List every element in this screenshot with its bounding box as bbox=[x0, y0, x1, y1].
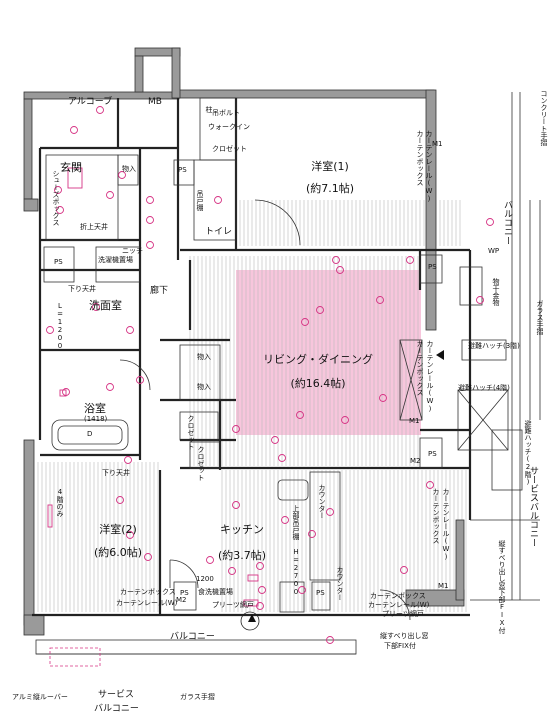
aluminum-louver-label: アルミ縦ルーバー bbox=[12, 693, 68, 701]
walk-in-closet-label: クロゼット bbox=[212, 145, 247, 153]
exterior-walls bbox=[23, 47, 465, 636]
curtain-rail-label-1: カーテンレール(W) bbox=[116, 599, 178, 607]
counter-label-1: カウンター bbox=[318, 484, 326, 519]
pillar-label: 柱 bbox=[205, 106, 213, 113]
service-balcony-bottom-label-2: バルコニー bbox=[94, 704, 139, 714]
wp-label: WP bbox=[488, 247, 500, 255]
drop-ceiling-label-2: 下り天井 bbox=[102, 469, 130, 477]
ps-label-6: PS bbox=[180, 589, 189, 597]
bath-d-mark: D bbox=[87, 430, 93, 438]
curtain-rail-label-2: カーテンレール(W) bbox=[425, 130, 433, 203]
concrete-rail-label: コンクリート手摺 bbox=[540, 90, 548, 146]
living-size-label: (約16.4帖) bbox=[290, 377, 346, 390]
thin-details bbox=[35, 92, 541, 667]
m2-label-1: M2 bbox=[410, 457, 421, 465]
drop-ceiling-label-1: 下り天井 bbox=[68, 285, 96, 293]
bath-size-label: (1418) bbox=[84, 415, 108, 423]
entrance-arrow bbox=[436, 350, 444, 360]
balcony-label-bottom: バルコニー bbox=[170, 632, 215, 642]
balcony-label-right: バルコニー bbox=[502, 200, 512, 245]
ps-label-4: PS bbox=[428, 450, 437, 458]
niche-label: ニッチ bbox=[122, 247, 143, 255]
bedroom2-size-label: (約6.0帖) bbox=[93, 546, 143, 559]
ps-label-2: PS bbox=[54, 258, 63, 266]
storage-label-3: 物入 bbox=[197, 383, 211, 391]
storage-label-2: 物入 bbox=[197, 353, 211, 361]
drying-hardware-label: 物干金物 bbox=[492, 278, 500, 306]
curtain-box-label-1: カーテンボックス bbox=[120, 588, 176, 596]
curtain-box-label-2: カーテンボックス bbox=[416, 130, 424, 186]
bedroom2-label: 洋室(2) bbox=[99, 523, 137, 536]
hatch-3f-label: 避難ハッチ(3階) bbox=[468, 342, 520, 350]
m1-label-3: M1 bbox=[438, 582, 449, 590]
closet-label-1: クロゼット bbox=[187, 415, 195, 450]
upper-cabinet-label: 上部吊戸棚 bbox=[292, 505, 300, 540]
service-balcony-bottom-label-1: サービス bbox=[98, 690, 135, 700]
washroom-label: 洗面室 bbox=[89, 299, 122, 312]
bedroom1-size-label: (約7.1帖) bbox=[305, 182, 355, 195]
storage-label-1: 物入 bbox=[122, 165, 136, 173]
glass-rail-bottom-label: ガラス手摺 bbox=[180, 693, 215, 701]
curtain-box-label-5: カーテンボックス bbox=[370, 592, 426, 600]
curtain-rail-label-5: カーテンレール(W) bbox=[368, 601, 430, 609]
ps-label-1: PS bbox=[178, 166, 187, 174]
upper-shelf-label: 吊戸棚 bbox=[196, 190, 204, 211]
four-floor-label: 4階のみ bbox=[56, 488, 64, 517]
dishwasher-label: 食洗機置場 bbox=[198, 588, 233, 596]
hallway-label: 廊下 bbox=[150, 286, 169, 296]
floor-hatch bbox=[37, 200, 467, 612]
washer-label: 洗濯機置場 bbox=[98, 256, 133, 264]
living-label: リビング・ダイニング bbox=[263, 353, 373, 366]
fix-window-label: 下部FIX付 bbox=[384, 642, 416, 650]
sliding-window-label: 縦すべり出し窓 bbox=[380, 632, 429, 640]
bedroom1-label: 洋室(1) bbox=[311, 160, 349, 173]
kitchen-label: キッチン bbox=[220, 523, 264, 536]
m2-label-2: M2 bbox=[176, 596, 187, 604]
curtain-box-label-4: カーテンボックス bbox=[432, 488, 440, 544]
balcony-arrow bbox=[248, 614, 256, 622]
bath-label: 浴室 bbox=[84, 402, 106, 415]
ps-label-3: PS bbox=[428, 263, 437, 271]
curtain-rail-label-4: カーテンレール(W) bbox=[442, 488, 450, 561]
shoe-box-label: シューズボックス bbox=[52, 170, 60, 226]
height-2700-label: H=2700 bbox=[292, 548, 300, 596]
service-balcony-right-label: サービスバルコニー bbox=[528, 466, 538, 547]
walk-in-label: ウォークイン bbox=[208, 123, 250, 131]
pleated-screen-label: プリーツ網戸 bbox=[212, 601, 254, 609]
sliding-window-v-label: 縦すべり出し窓下部FIX付 bbox=[498, 540, 506, 634]
fixture-symbols bbox=[46, 106, 494, 644]
mb-label: MB bbox=[148, 97, 162, 107]
ps-label-5: PS bbox=[316, 589, 325, 597]
pleated-screen-label-2: プリーツ網戸 bbox=[382, 610, 424, 618]
m1-label-1: M1 bbox=[432, 140, 443, 148]
hatch-2f-label: 避難ハッチ(2階) bbox=[524, 420, 532, 486]
kitchen-size-label: (約3.7帖) bbox=[217, 549, 267, 562]
hatch-4f-label: 避難ハッチ(4階) bbox=[458, 384, 510, 392]
fold-ceiling-label: 折上天井 bbox=[80, 223, 108, 231]
curtain-box-label-3: カーテンボックス bbox=[416, 340, 424, 396]
m1-label-2: M1 bbox=[409, 417, 420, 425]
alcove-label: アルコーブ bbox=[68, 97, 113, 107]
glass-rail-label: ガラス手摺 bbox=[536, 300, 544, 335]
hanger-pole-label: 吊ボルト bbox=[212, 109, 240, 117]
dim-1200-label: 1200 bbox=[196, 575, 214, 583]
curtain-rail-label-3: カーテンレール(W) bbox=[426, 340, 434, 413]
counter-label-2: カウンター bbox=[336, 566, 344, 601]
toilet-label: トイレ bbox=[205, 227, 233, 237]
l1200-label: L=1200 bbox=[56, 302, 64, 350]
closet-label-2: クロゼット bbox=[197, 446, 205, 481]
entrance-label: 玄関 bbox=[60, 161, 82, 174]
